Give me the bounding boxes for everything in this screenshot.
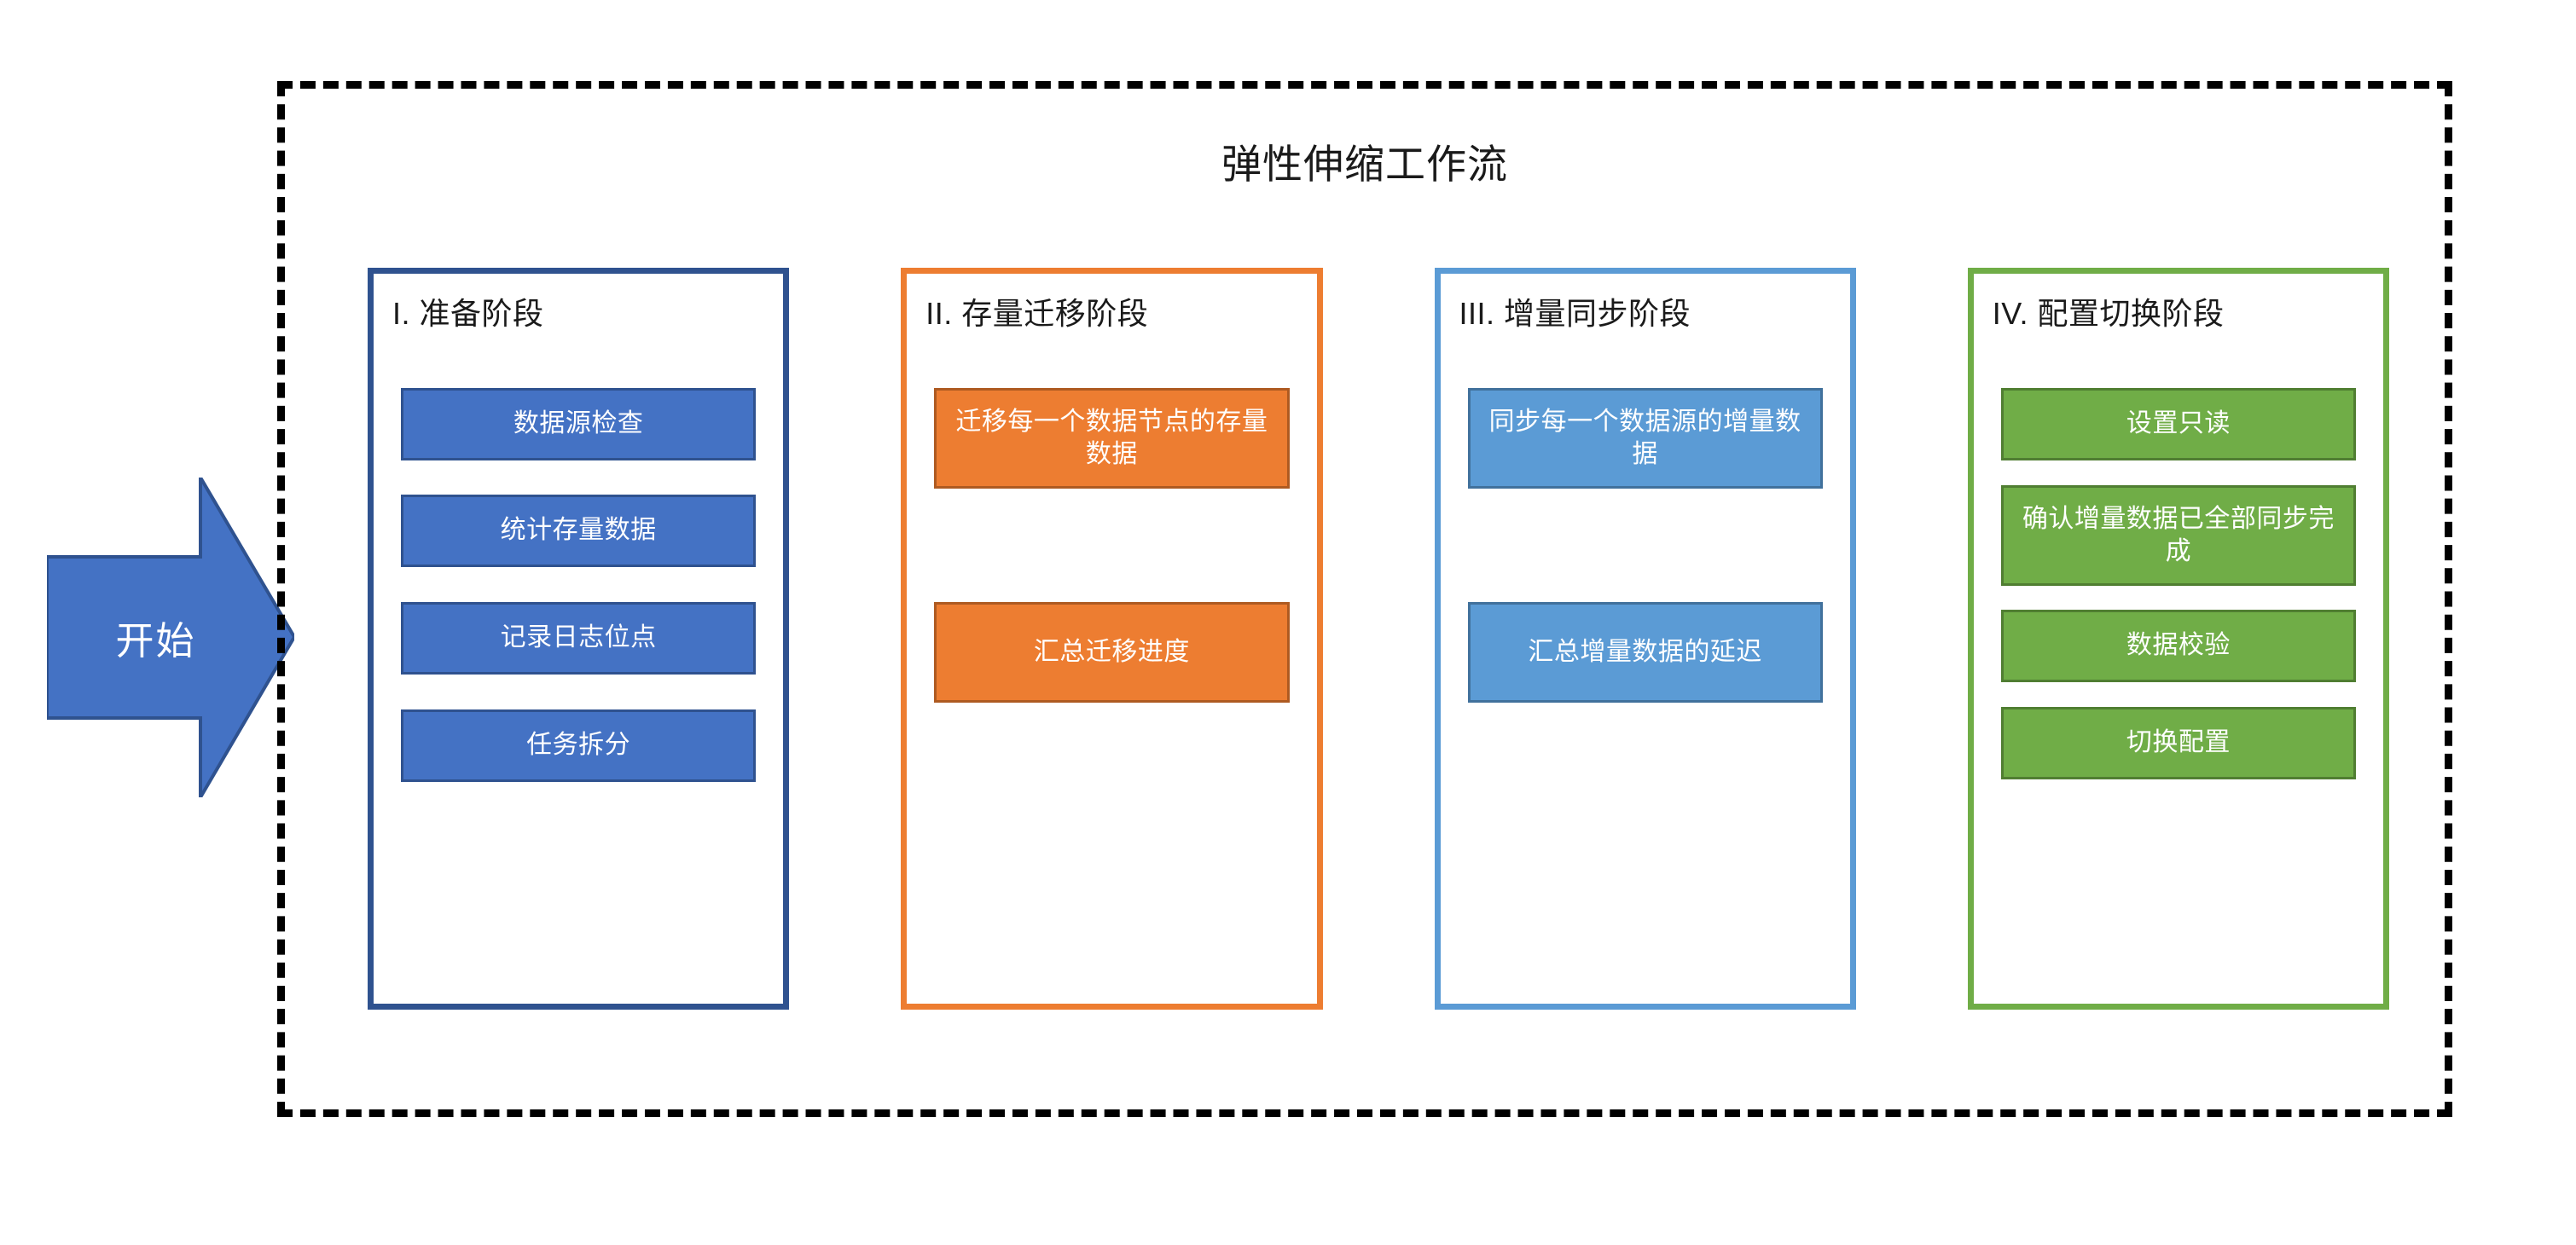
phase-title: I. 准备阶段	[392, 296, 544, 331]
phase-title: II. 存量迁移阶段	[925, 296, 1149, 331]
step-box[interactable]: 迁移每一个数据节点的存量数据	[934, 388, 1290, 489]
phase-steps: 数据源检查 统计存量数据 记录日志位点 任务拆分	[374, 274, 783, 1004]
phase-title: III. 增量同步阶段	[1459, 296, 1691, 331]
phase-panel-full-migration[interactable]: II. 存量迁移阶段 迁移每一个数据节点的存量数据 汇总迁移进度	[901, 268, 1323, 1010]
phase-list: I. 准备阶段 数据源检查 统计存量数据 记录日志位点 任务拆分 II. 存量迁…	[368, 268, 2389, 1010]
phase-steps: 设置只读 确认增量数据已全部同步完成 数据校验 切换配置	[1974, 274, 2383, 1004]
step-box[interactable]: 确认增量数据已全部同步完成	[2000, 485, 2356, 586]
phase-steps: 迁移每一个数据节点的存量数据 汇总迁移进度	[907, 274, 1316, 1004]
step-box[interactable]: 数据源检查	[401, 388, 757, 460]
step-box[interactable]: 切换配置	[2000, 707, 2356, 779]
phase-panel-incremental-sync[interactable]: III. 增量同步阶段 同步每一个数据源的增量数据 汇总增量数据的延迟	[1434, 268, 1856, 1010]
phase-title: IV. 配置切换阶段	[1992, 296, 2225, 331]
phase-panel-preparation[interactable]: I. 准备阶段 数据源检查 统计存量数据 记录日志位点 任务拆分	[368, 268, 790, 1010]
phase-steps: 同步每一个数据源的增量数据 汇总增量数据的延迟	[1441, 274, 1850, 1004]
start-arrow-shape	[47, 478, 294, 797]
workflow-title: 弹性伸缩工作流	[1221, 142, 1508, 187]
step-box[interactable]: 记录日志位点	[401, 602, 757, 675]
step-box[interactable]: 统计存量数据	[401, 495, 757, 567]
step-box[interactable]: 汇总迁移进度	[934, 602, 1290, 703]
workflow-container: 弹性伸缩工作流 I. 准备阶段 数据源检查 统计存量数据 记录日志位点 任务拆分…	[277, 81, 2452, 1117]
phase-panel-config-switch[interactable]: IV. 配置切换阶段 设置只读 确认增量数据已全部同步完成 数据校验 切换配置	[1967, 268, 2389, 1010]
step-box[interactable]: 同步每一个数据源的增量数据	[1467, 388, 1823, 489]
start-arrow[interactable]: 开始	[47, 478, 294, 797]
step-box[interactable]: 设置只读	[2000, 388, 2356, 460]
step-box[interactable]: 汇总增量数据的延迟	[1467, 602, 1823, 703]
step-box[interactable]: 任务拆分	[401, 709, 757, 782]
step-box[interactable]: 数据校验	[2000, 610, 2356, 682]
